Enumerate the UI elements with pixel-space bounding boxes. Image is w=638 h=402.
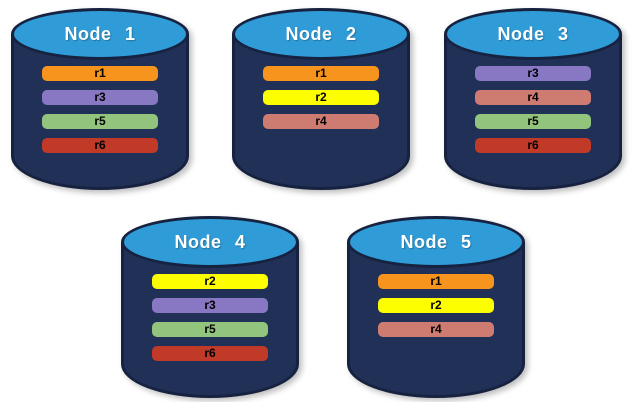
replica-bar: r3 [152,298,268,313]
replica-bar: r2 [378,298,494,313]
database-cylinder-top: Node 5 [347,216,525,268]
replica-bar: r1 [378,274,494,289]
replica-bar: r3 [475,66,591,81]
node-cylinder-5: Node 5 r1 r2 r4 [347,216,525,398]
replica-bar: r5 [475,114,591,129]
node-cylinder-3: Node 3 r3 r4 r5 r6 [444,8,622,190]
database-cylinder-body [444,34,622,190]
node-cylinder-4: Node 4 r2 r3 r5 r6 [121,216,299,398]
replica-list: r1 r2 r4 [347,274,525,337]
node-title: Node 4 [174,231,246,252]
database-cylinder-body [347,242,525,398]
database-cylinder-body [11,34,189,190]
replica-bar: r6 [152,346,268,361]
node-cylinder-2: Node 2 r1 r2 r4 [232,8,410,190]
replica-bar: r1 [42,66,158,81]
replica-bar: r2 [263,90,379,105]
database-cylinder-top: Node 3 [444,8,622,60]
database-cylinder-body [121,242,299,398]
replica-list: r1 r3 r5 r6 [11,66,189,153]
replica-bar: r5 [152,322,268,337]
replica-bar: r4 [263,114,379,129]
replica-bar: r4 [475,90,591,105]
node-title: Node 5 [400,231,472,252]
replica-bar: r6 [42,138,158,153]
replica-bar: r6 [475,138,591,153]
database-cylinder-top: Node 1 [11,8,189,60]
node-title: Node 3 [497,23,569,44]
node-title: Node 2 [285,23,357,44]
replica-list: r2 r3 r5 r6 [121,274,299,361]
replica-bar: r3 [42,90,158,105]
database-cylinder-top: Node 4 [121,216,299,268]
replica-bar: r2 [152,274,268,289]
database-cylinder-body [232,34,410,190]
node-cylinder-1: Node 1 r1 r3 r5 r6 [11,8,189,190]
replica-bar: r1 [263,66,379,81]
replica-list: r3 r4 r5 r6 [444,66,622,153]
replica-bar: r5 [42,114,158,129]
node-title: Node 1 [64,23,136,44]
replica-bar: r4 [378,322,494,337]
replica-list: r1 r2 r4 [232,66,410,129]
database-cylinder-top: Node 2 [232,8,410,60]
